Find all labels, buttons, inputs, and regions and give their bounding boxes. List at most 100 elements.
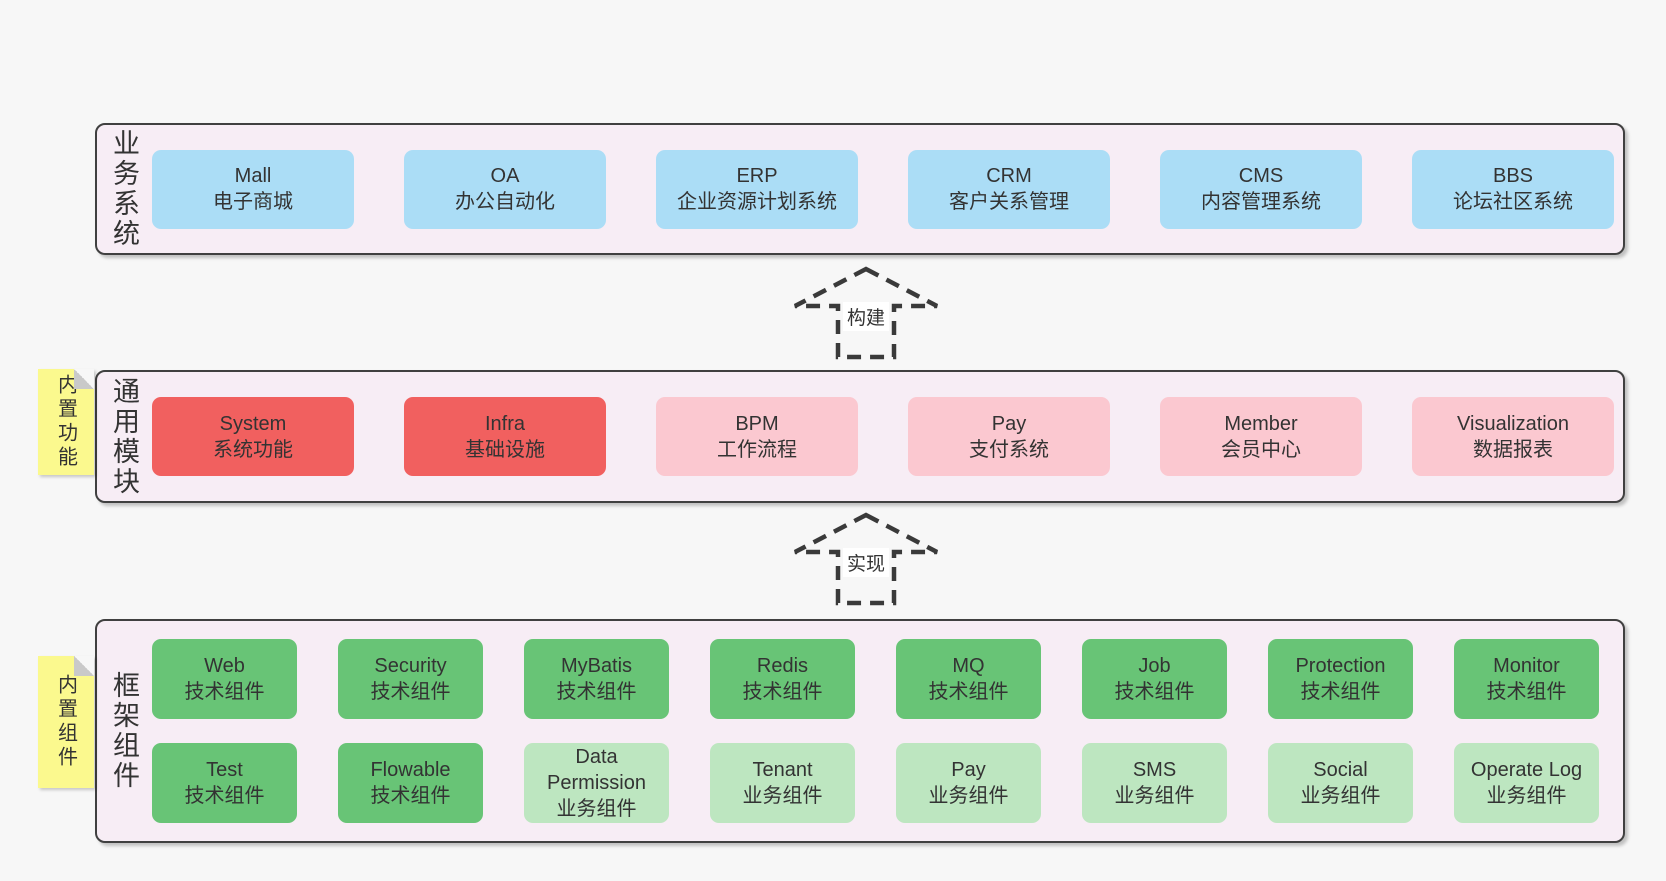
- box-crm: CRM 客户关系管理: [908, 149, 1110, 229]
- box-subtitle: 办公自动化: [455, 191, 555, 213]
- box-subtitle: 技术组件: [742, 681, 823, 703]
- box-title: Pay: [951, 759, 986, 781]
- box-subtitle: 业务组件: [1300, 785, 1381, 807]
- box-title: Web: [204, 655, 245, 677]
- sticky-note-text: 内置功能: [54, 374, 77, 470]
- box-title: SMS: [1132, 759, 1177, 781]
- implement-arrow-label: 实现: [842, 548, 890, 577]
- box-test: Test 技术组件: [152, 743, 297, 823]
- sticky-note-built-in-features: 内置功能: [38, 369, 94, 475]
- box-title: Member: [1224, 412, 1298, 435]
- box-title: Test: [206, 759, 243, 781]
- box-web: Web 技术组件: [152, 639, 297, 719]
- build-arrow-label: 构建: [842, 302, 890, 331]
- box-tenant: Tenant 业务组件: [710, 743, 855, 823]
- band-label-business-systems: 业务系统: [109, 129, 139, 249]
- box-title: Pay: [991, 412, 1027, 435]
- band-label-common-modules: 通用模块: [109, 376, 139, 497]
- box-subtitle: 技术组件: [1114, 681, 1195, 703]
- box-operate-log: Operate Log 业务组件: [1454, 743, 1599, 823]
- box-title: Monitor: [1493, 655, 1560, 677]
- box-title: BPM: [735, 412, 779, 435]
- box-title: CMS: [1238, 165, 1284, 187]
- box-data-permission: Data Permission 业务组件: [524, 743, 669, 823]
- box-subtitle: 业务组件: [742, 785, 823, 807]
- box-subtitle: 工作流程: [717, 438, 797, 461]
- box-title: Flowable: [370, 759, 451, 781]
- box-title: Protection: [1295, 655, 1386, 677]
- box-title: Infra: [484, 412, 526, 435]
- box-subtitle: 技术组件: [1486, 681, 1567, 703]
- box-subtitle: 技术组件: [184, 785, 265, 807]
- box-title: ERP: [736, 165, 778, 187]
- box-subtitle: 业务组件: [1114, 785, 1195, 807]
- box-title: Data Permission: [547, 746, 646, 794]
- box-subtitle: 业务组件: [1486, 785, 1567, 807]
- box-subtitle: 技术组件: [1300, 681, 1381, 703]
- box-security: Security 技术组件: [338, 639, 483, 719]
- box-title: Tenant: [752, 759, 813, 781]
- box-sms: SMS 业务组件: [1082, 743, 1227, 823]
- box-title: MQ: [952, 655, 985, 677]
- box-subtitle: 电子商城: [213, 191, 293, 213]
- box-title: CRM: [986, 165, 1032, 187]
- box-erp: ERP 企业资源计划系统: [656, 149, 858, 229]
- band-label-framework-components: 框架组件: [109, 671, 139, 791]
- box-redis: Redis 技术组件: [710, 639, 855, 719]
- box-mybatis: MyBatis 技术组件: [524, 639, 669, 719]
- box-title: Security: [374, 655, 447, 677]
- box-monitor: Monitor 技术组件: [1454, 639, 1599, 719]
- box-title: System: [219, 412, 287, 435]
- box-subtitle: 企业资源计划系统: [677, 191, 837, 213]
- box-title: Social: [1313, 759, 1368, 781]
- box-subtitle: 技术组件: [184, 681, 265, 703]
- box-mall: Mall 电子商城: [152, 149, 354, 229]
- box-subtitle: 技术组件: [370, 785, 451, 807]
- box-subtitle: 数据报表: [1473, 438, 1553, 461]
- box-title: BBS: [1492, 165, 1534, 187]
- box-subtitle: 技术组件: [370, 681, 451, 703]
- box-title: Mall: [234, 165, 272, 187]
- box-pay: Pay 业务组件: [896, 743, 1041, 823]
- box-system: System 系统功能: [152, 397, 354, 476]
- box-bpm: BPM 工作流程: [656, 397, 858, 476]
- box-subtitle: 业务组件: [928, 785, 1009, 807]
- box-title: MyBatis: [560, 655, 633, 677]
- sticky-note-built-in-components: 内置组件: [38, 656, 94, 788]
- box-title: Job: [1138, 655, 1171, 677]
- box-title: Operate Log: [1470, 759, 1583, 781]
- sticky-note-text: 内置组件: [54, 674, 77, 770]
- box-title: Visualization: [1457, 412, 1569, 435]
- build-arrow: 构建: [791, 266, 941, 360]
- implement-arrow: 实现: [791, 512, 941, 606]
- box-title: Redis: [756, 655, 809, 677]
- box-visualization: Visualization 数据报表: [1412, 397, 1614, 476]
- box-member: Member 会员中心: [1160, 397, 1362, 476]
- box-subtitle: 系统功能: [213, 438, 293, 461]
- box-subtitle: 客户关系管理: [949, 191, 1069, 213]
- box-infra: Infra 基础设施: [404, 397, 606, 476]
- box-subtitle: 会员中心: [1221, 438, 1301, 461]
- box-subtitle: 业务组件: [556, 798, 637, 820]
- box-subtitle: 技术组件: [928, 681, 1009, 703]
- box-subtitle: 技术组件: [556, 681, 637, 703]
- box-social: Social 业务组件: [1268, 743, 1413, 823]
- box-mq: MQ 技术组件: [896, 639, 1041, 719]
- box-subtitle: 基础设施: [465, 438, 545, 461]
- box-job: Job 技术组件: [1082, 639, 1227, 719]
